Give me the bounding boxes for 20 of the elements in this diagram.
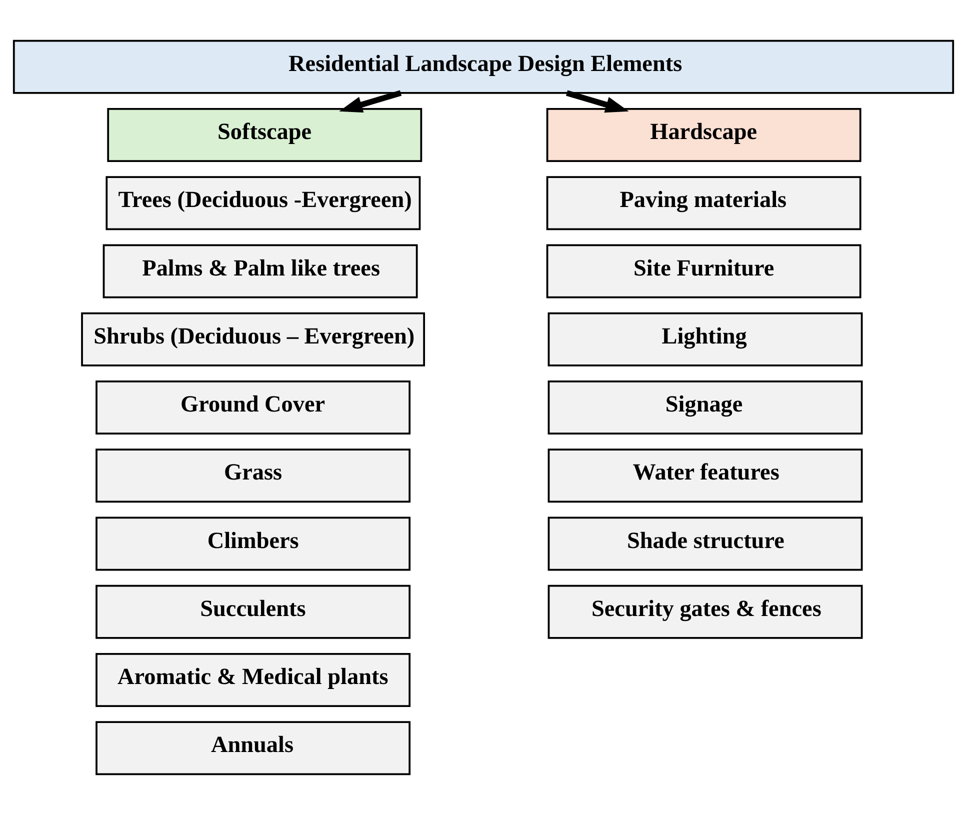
- node-box: Succulents: [96, 584, 411, 638]
- arrow: [339, 90, 402, 112]
- node-box: Signage: [548, 380, 863, 434]
- node-box: Softscape: [107, 107, 422, 162]
- node-box: Residential Landscape Design Elements: [12, 39, 954, 94]
- node-box: Aromatic & Medical plants: [96, 652, 411, 707]
- node-box: Hardscape: [546, 107, 862, 162]
- node-box: Grass: [96, 448, 411, 502]
- node-box: Shrubs (Deciduous – Evergreen): [81, 312, 426, 366]
- node-box: Palms & Palm like trees: [102, 244, 418, 298]
- node-box: Shade structure: [548, 516, 863, 570]
- node-box: Annuals: [96, 720, 411, 775]
- node-box: Site Furniture: [546, 244, 862, 298]
- node-box: Trees (Deciduous -Evergreen): [106, 176, 421, 230]
- node-box: Security gates & fences: [548, 584, 863, 638]
- node-box: Lighting: [548, 312, 863, 366]
- node-box: Ground Cover: [96, 380, 411, 434]
- node-box: Water features: [548, 448, 863, 502]
- node-box: Paving materials: [546, 176, 862, 230]
- node-box: Climbers: [96, 516, 411, 570]
